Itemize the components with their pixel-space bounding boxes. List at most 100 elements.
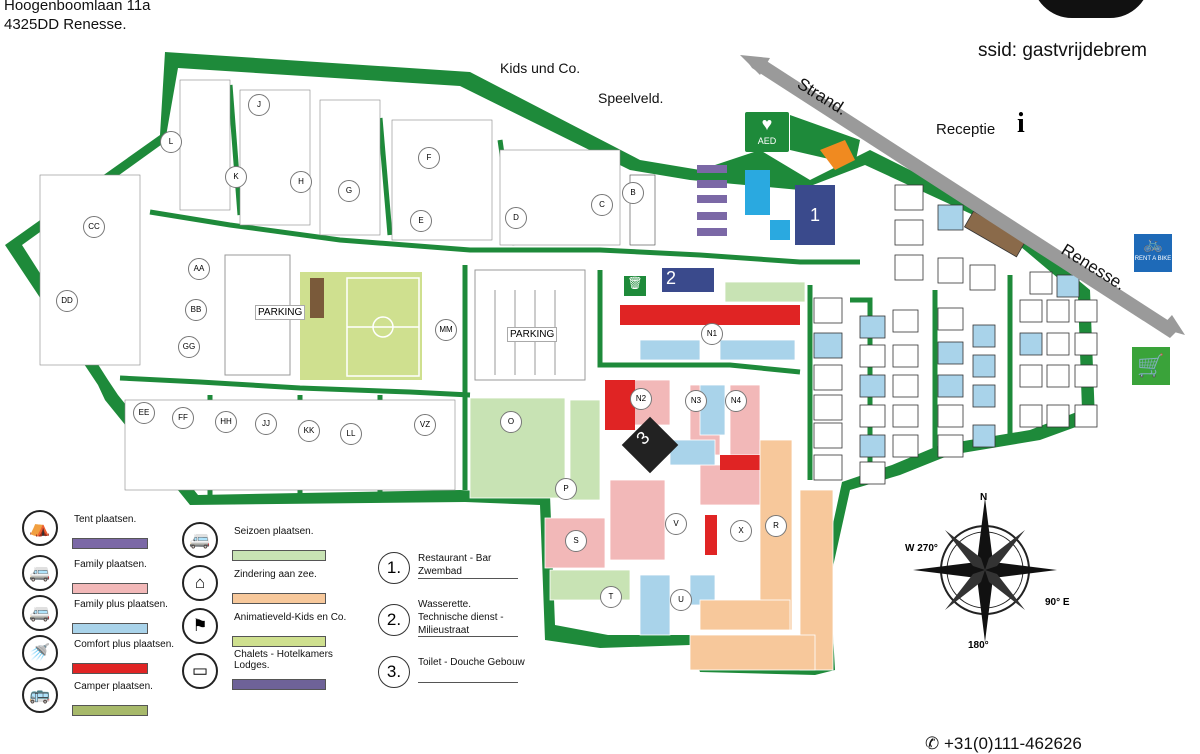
compass-e: 90° E xyxy=(1045,597,1070,608)
building-description: Wasserette. Technische dienst - Milieust… xyxy=(418,599,504,636)
building-number-badge: 2. xyxy=(378,604,410,636)
wifi-ssid: ssid: gastvrijdebrem xyxy=(978,40,1147,61)
legend-swatch xyxy=(72,663,148,674)
camper-icon: 🚌 xyxy=(22,677,58,713)
building-description: Toilet - Douche Gebouw xyxy=(418,657,525,668)
area-marker-e: E xyxy=(410,210,432,232)
playground-icon: ⚑ xyxy=(182,608,218,644)
legend-label: Tent plaatsen. xyxy=(74,514,137,525)
area-marker-hh: HH xyxy=(215,411,237,433)
legend-label: Camper plaatsen. xyxy=(74,681,153,692)
house-icon: ⌂ xyxy=(182,565,218,601)
compass-n: N xyxy=(980,492,988,503)
building-2-number: 2 xyxy=(666,268,677,288)
comfort-pitches xyxy=(605,305,800,555)
legend-label: Animatieveld-Kids en Co. xyxy=(234,612,347,623)
phone-text: +31(0)111-462626 xyxy=(943,734,1082,753)
info-icon: i xyxy=(1017,108,1025,139)
legend-label: Seizoen plaatsen. xyxy=(234,526,314,537)
area-marker-u: U xyxy=(670,589,692,611)
legend-underline xyxy=(418,682,518,683)
building-number-badge: 3. xyxy=(378,656,410,688)
building-2-icon: 2 xyxy=(662,268,714,292)
area-marker-n2: N2 xyxy=(630,388,652,410)
aed-icon: ♥ AED xyxy=(745,112,789,152)
area-marker-j: J xyxy=(248,94,270,116)
area-marker-r: R xyxy=(765,515,787,537)
zindering-houses xyxy=(689,439,834,671)
compass-rose xyxy=(913,498,1057,642)
area-marker-jj: JJ xyxy=(255,413,277,435)
label-kids: Kids und Co. xyxy=(500,60,581,76)
legend-swatch xyxy=(232,593,326,604)
area-marker-dd: DD xyxy=(56,290,78,312)
legend-swatch xyxy=(72,705,148,716)
trash-icon: 🗑 xyxy=(624,276,646,296)
label-receptie: Receptie xyxy=(936,121,996,138)
legend-swatch xyxy=(232,550,326,561)
area-marker-t: T xyxy=(600,586,622,608)
area-marker-p: P xyxy=(555,478,577,500)
building-number-badge: 1. xyxy=(378,552,410,584)
parking-label-left: PARKING xyxy=(255,305,306,320)
area-marker-d: D xyxy=(505,207,527,229)
football-field xyxy=(300,272,422,380)
season-caravan-icon: 🚐 xyxy=(182,522,218,558)
legend-underline xyxy=(418,578,518,579)
compass-s: 180° xyxy=(968,640,989,651)
area-marker-gg: GG xyxy=(178,336,200,358)
area-marker-v: V xyxy=(665,513,687,535)
area-marker-x: X xyxy=(730,520,752,542)
area-marker-c: C xyxy=(591,194,613,216)
area-marker-bb: BB xyxy=(185,299,207,321)
area-marker-cc: CC xyxy=(83,216,105,238)
legend-label: Zindering aan zee. xyxy=(234,569,317,580)
shop-cart-icon: 🛒 xyxy=(1132,347,1170,385)
rent-a-bike-label: RENT A BIKE xyxy=(1134,256,1172,262)
phone-icon: ✆ xyxy=(925,734,940,753)
area-marker-n4: N4 xyxy=(725,390,747,412)
legend-label: Family plaatsen. xyxy=(74,559,147,570)
legend-swatch xyxy=(232,636,326,647)
legend-label: Comfort plus plaatsen. xyxy=(74,639,175,650)
compass-w: W 270° xyxy=(905,543,938,554)
tent-icon: ⛺ xyxy=(22,510,58,546)
address: Hoogenboomlaan 11a 4325DD Renesse. xyxy=(4,0,151,34)
area-marker-h: H xyxy=(290,171,312,193)
area-marker-aa: AA xyxy=(188,258,210,280)
pitch-grid-north xyxy=(39,79,621,491)
area-marker-ff: FF xyxy=(172,407,194,429)
area-marker-s: S xyxy=(565,530,587,552)
chalets xyxy=(697,165,727,236)
building-3-number: 3 xyxy=(632,427,654,449)
area-marker-vz: VZ xyxy=(414,414,436,436)
phone-number: ✆ +31(0)111-462626 xyxy=(925,734,1082,754)
legend-label: Family plus plaatsen. xyxy=(74,599,168,610)
area-marker-ll: LL xyxy=(340,423,362,445)
address-line2: 4325DD Renesse. xyxy=(4,16,127,33)
area-marker-g: G xyxy=(338,180,360,202)
area-marker-n3: N3 xyxy=(685,390,707,412)
road-arrows xyxy=(740,55,1185,338)
aed-label: AED xyxy=(757,136,777,146)
area-marker-mm: MM xyxy=(435,319,457,341)
logo xyxy=(1032,0,1150,18)
label-speelveld: Speelveld. xyxy=(598,90,664,106)
lodges-right xyxy=(813,184,1098,485)
legend-swatch xyxy=(72,538,148,549)
bike-rental-icon: 🚲 RENT A BIKE xyxy=(1134,234,1172,272)
shower-icon: 🚿 xyxy=(22,635,58,671)
area-marker-l: L xyxy=(160,131,182,153)
legend-swatch xyxy=(72,583,148,594)
chalet-icon: ▭ xyxy=(182,653,218,689)
area-marker-o: O xyxy=(500,411,522,433)
building-1-number: 1 xyxy=(810,205,821,225)
caravan-plus-icon: 🚐 xyxy=(22,595,58,631)
area-marker-kk: KK xyxy=(298,420,320,442)
legend-swatch xyxy=(232,679,326,690)
legend-swatch xyxy=(72,623,148,634)
area-marker-k: K xyxy=(225,166,247,188)
area-marker-ee: EE xyxy=(133,402,155,424)
caravan-icon: 🚐 xyxy=(22,555,58,591)
